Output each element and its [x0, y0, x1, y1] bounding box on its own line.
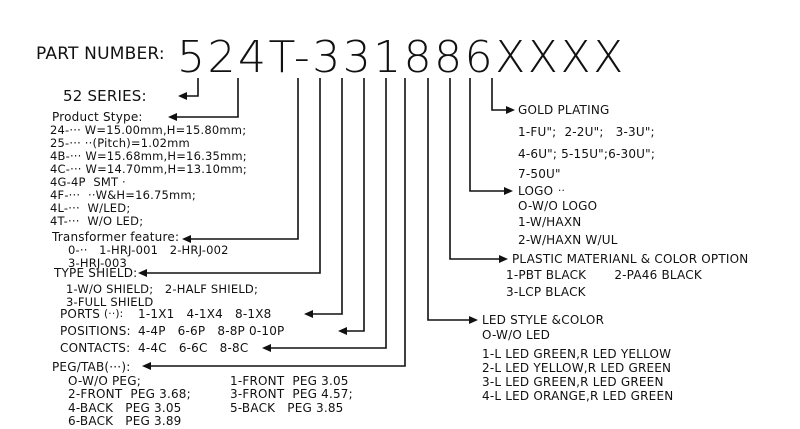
peg-left-line: 4-BACK PEG 3.05	[68, 401, 182, 415]
logo-line: 1-W/HAXN	[518, 215, 582, 229]
arrow-logo	[504, 187, 513, 195]
connector-transformer	[190, 78, 299, 240]
product-stype-title: Product Stype:	[52, 110, 143, 124]
stype-line: 4G-4P SMT ·	[50, 175, 126, 189]
connector-positions	[346, 78, 365, 332]
stype-line: 4T-··· W/O LED;	[50, 214, 144, 228]
arrow-shield	[138, 269, 147, 277]
stype-line: 4B-··· W=15.68mm,H=16.35mm;	[50, 149, 247, 163]
led-line: 1-L LED GREEN,R LED YELLOW	[482, 347, 672, 361]
led-line: O-W/O LED	[482, 328, 551, 342]
contacts-label: CONTACTS:	[60, 341, 131, 355]
peg-left-line: 6-BACK PEG 3.89	[68, 414, 182, 428]
logo-line: O-W/O LOGO	[518, 199, 598, 213]
connector-gold	[491, 78, 507, 111]
transformer-line: 3-HRJ-003	[68, 256, 127, 270]
ports-label: PORTS	[60, 307, 101, 321]
positions-values: 4-4P 6-6P 8-8P 0-10P	[138, 324, 285, 338]
ports-values: 1-1X1 4-1X4 8-1X8	[138, 307, 272, 321]
arrow-contacts	[262, 344, 271, 352]
gold-plating-title: GOLD PLATING	[518, 103, 610, 117]
transformer-title: Transformer feature:	[52, 230, 180, 244]
stype-line: 4C-··· W=14.70mm,H=13.10mm;	[50, 162, 247, 176]
stype-line: 4L-··· W/LED;	[50, 201, 131, 215]
ports-cn: (··):	[104, 308, 124, 320]
logo-cn: ··	[558, 185, 566, 197]
logo-line: 2-W/HAXN W/UL	[518, 233, 618, 247]
gold-line: 4-6U"; 5-15U";6-30U";	[518, 147, 656, 161]
plastic-line: 1-PBT BLACK 2-PA46 BLACK	[506, 268, 702, 282]
connector-plastic	[449, 78, 500, 260]
plastic-line: 3-LCP BLACK	[506, 285, 586, 299]
connector-logo	[469, 78, 505, 192]
connector-ports	[312, 78, 343, 315]
peg-right-line: 1-FRONT PEG 3.05	[230, 374, 349, 388]
part-number-label: PART NUMBER:	[36, 44, 165, 64]
shield-line: 1-W/O SHIELD; 2-HALF SHIELD;	[66, 282, 259, 296]
connector-shield	[146, 78, 321, 274]
connector-stype	[176, 78, 239, 118]
part-number-code: 524T-331886XXXX	[177, 32, 626, 83]
arrow-positions	[338, 327, 347, 335]
arrow-led	[469, 316, 478, 324]
connector-peg	[150, 78, 406, 367]
transformer-line: 0-·· 1-HRJ-001 2-HRJ-002	[68, 243, 229, 257]
arrow-transformer	[182, 235, 191, 243]
peg-right-line: 5-BACK PEG 3.85	[230, 401, 344, 415]
plastic-title: PLASTIC MATERIANL & COLOR OPTION	[512, 252, 749, 266]
logo-title: LOGO	[518, 184, 554, 198]
peg-left-line: 2-FRONT PEG 3.68;	[68, 387, 191, 401]
gold-line: 7-50U"	[518, 167, 561, 181]
arrow-plastic	[499, 255, 508, 263]
arrow-gold	[506, 106, 515, 114]
series-label: 52 SERIES:	[63, 87, 147, 105]
arrow-peg	[142, 362, 151, 370]
shield-line: 3-FULL SHIELD	[66, 295, 154, 309]
peg-tab-title: PEG/TAB(···):	[52, 360, 131, 374]
led-line: 3-L LED GREEN,R LED GREEN	[482, 375, 664, 389]
connector-series	[186, 78, 199, 97]
peg-left-line: O-W/O PEG;	[68, 374, 141, 388]
arrow-series	[178, 92, 187, 100]
positions-label: POSITIONS:	[60, 324, 131, 338]
led-line: 2-L LED YELLOW,R LED GREEN	[482, 361, 672, 375]
led-line: 4-L LED ORANGE,R LED GREEN	[482, 389, 674, 403]
stype-line: 24-··· W=15.00mm,H=15.80mm;	[50, 123, 247, 137]
stype-line: 25-··· ··(Pitch)=1.02mm	[50, 136, 190, 150]
peg-right-line: 3-FRONT PEG 4.57;	[230, 387, 353, 401]
led-title: LED STYLE &COLOR	[482, 313, 605, 327]
stype-line: 4F-··· ··W&H=16.75mm;	[50, 188, 196, 202]
type-shield-title: TYPE SHIELD:	[54, 266, 138, 280]
connector-led	[427, 78, 470, 321]
connector-contacts	[270, 78, 387, 349]
gold-line: 1-FU"; 2-2U"; 3-3U";	[518, 125, 655, 139]
contacts-values: 4-4C 6-6C 8-8C	[138, 341, 249, 355]
arrow-ports	[304, 310, 313, 318]
arrow-stype	[168, 113, 177, 121]
